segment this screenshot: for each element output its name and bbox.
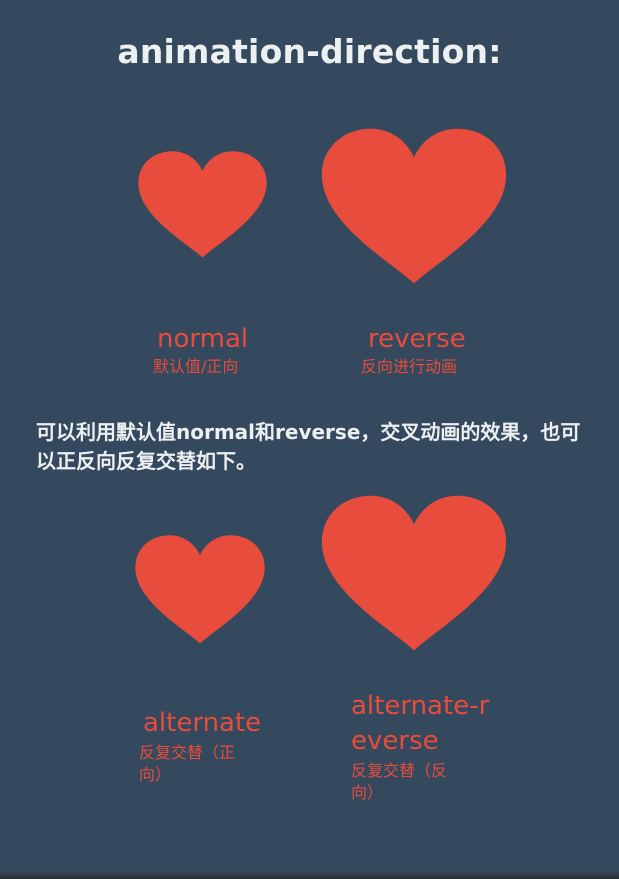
heart-icon-alternate-reverse: [320, 494, 508, 654]
mode-name-reverse: reverse: [368, 324, 466, 354]
heart-icon-alternate: [134, 534, 266, 646]
mode-desc-alternate: 反复交替（正向）: [139, 743, 236, 784]
explanation-text: 可以利用默认值normal和reverse，交叉动画的效果，也可以正反向反复交替…: [36, 420, 581, 473]
mode-desc-alternate-reverse: 反复交替（反向）: [351, 761, 448, 802]
mode-desc-reverse: 反向进行动画: [361, 357, 458, 376]
heart-icon-normal: [137, 150, 268, 260]
mode-name-alternate-reverse: alternate-reverse: [351, 691, 490, 756]
mode-name-alternate: alternate: [143, 708, 262, 738]
mode-name-normal: normal: [157, 324, 249, 354]
bottom-edge: [0, 871, 619, 879]
heart-icon-reverse: [320, 127, 508, 287]
mode-desc-normal: 默认值/正向: [153, 357, 239, 376]
page-title: animation-direction:: [117, 32, 502, 71]
